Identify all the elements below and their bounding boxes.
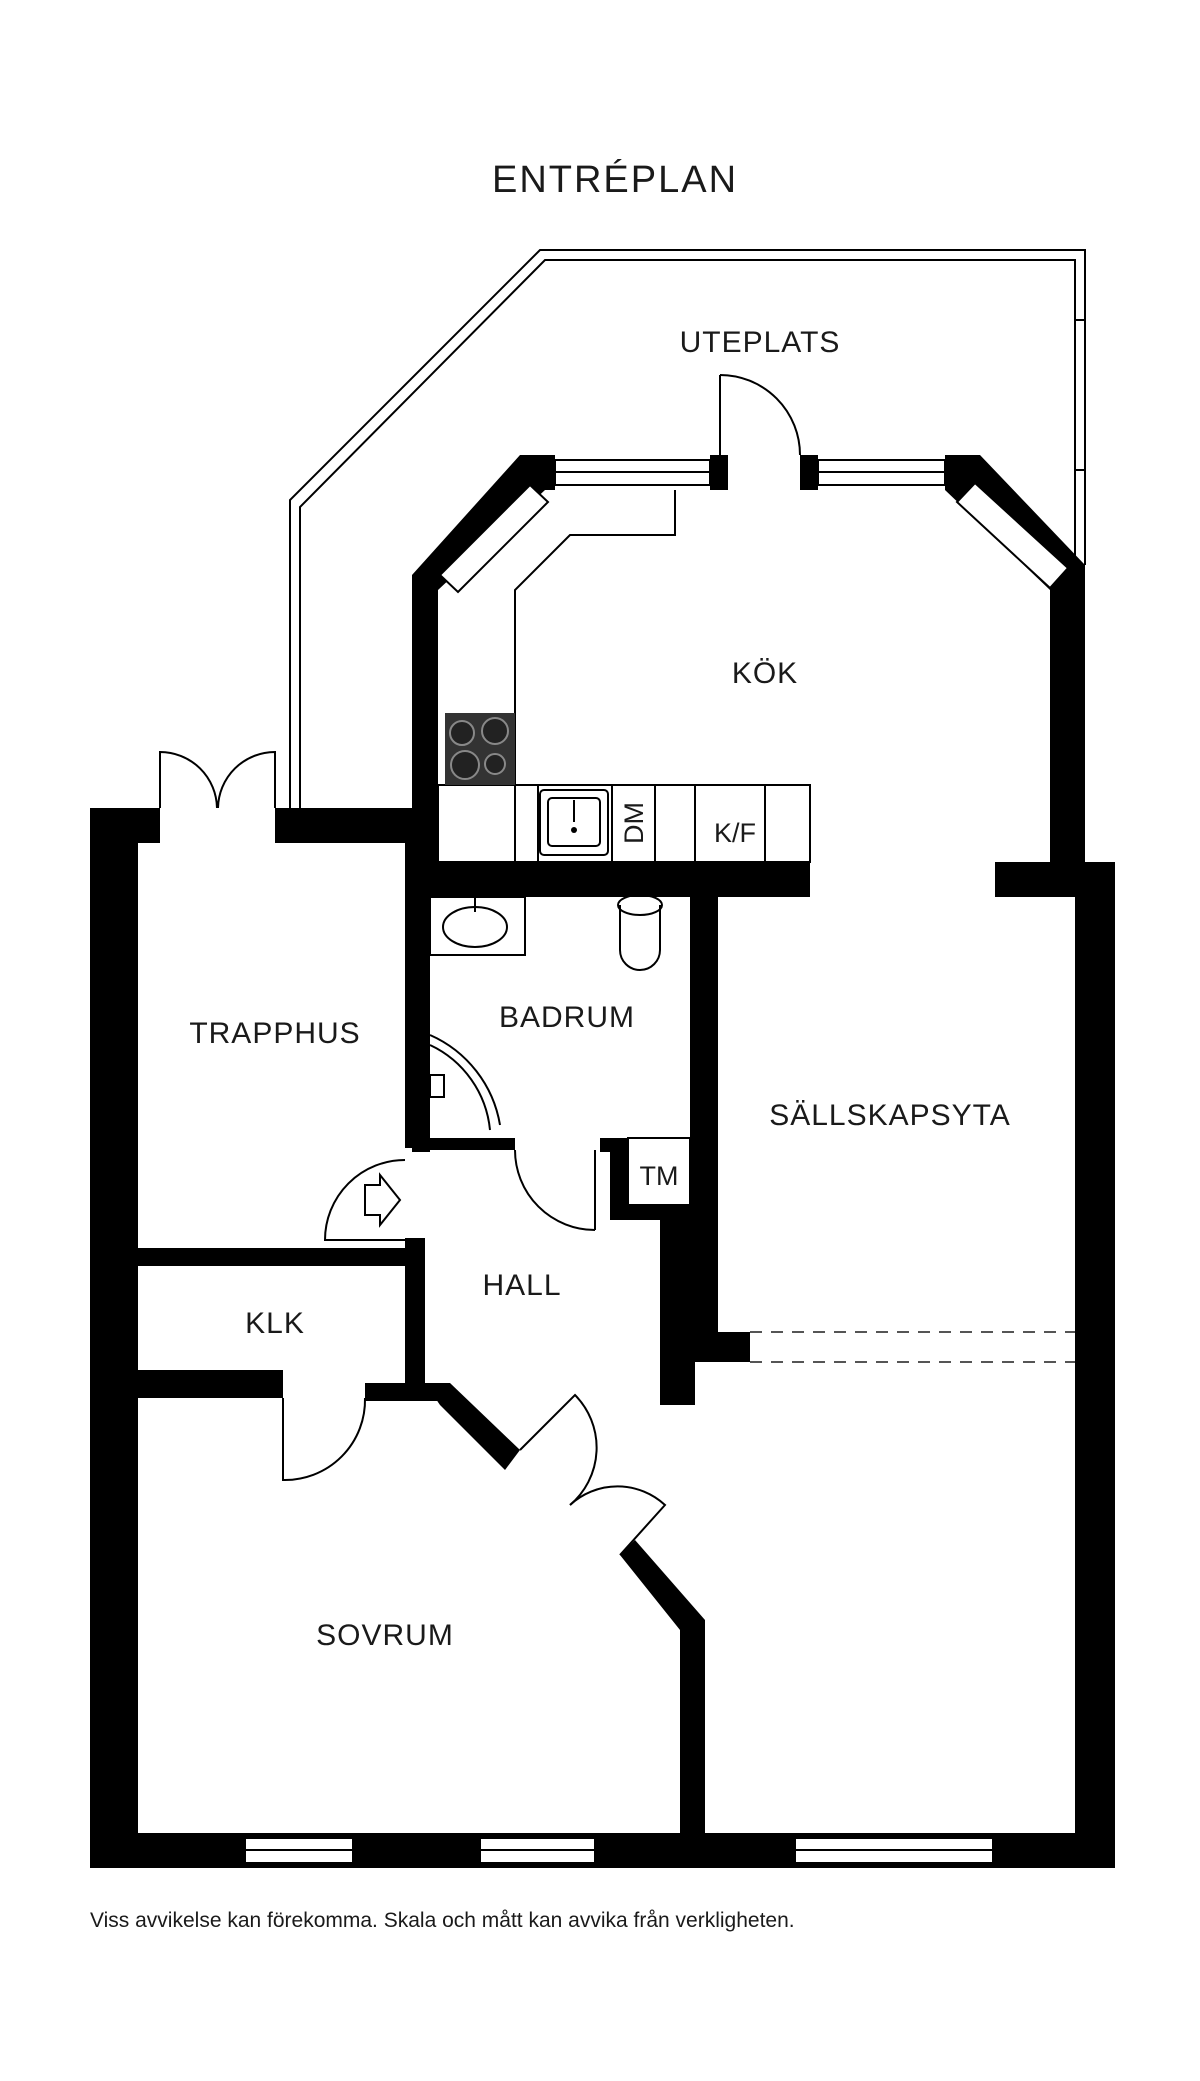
kitchen-sink [539, 789, 609, 856]
label-klk: KLK [245, 1307, 305, 1340]
windows [244, 459, 1070, 1864]
disclaimer: Viss avvikelse kan förekomma. Skala och … [90, 1909, 795, 1932]
doors [159, 374, 801, 1556]
label-hall: HALL [482, 1269, 561, 1302]
label-trapphus: TRAPPHUS [189, 1017, 360, 1050]
label-fridge-freezer: K/F [714, 818, 756, 848]
label-badrum: BADRUM [499, 1001, 635, 1034]
label-sallskapsyta: SÄLLSKAPSYTA [769, 1099, 1011, 1132]
label-dishwasher: DM [619, 802, 649, 844]
label-uteplats: UTEPLATS [680, 326, 841, 359]
label-kok: KÖK [732, 657, 798, 690]
label-tm: TM [640, 1161, 679, 1191]
terrace-outline [289, 249, 1086, 808]
tm-closet [627, 1137, 691, 1206]
plan-title: ENTRÉPLAN [492, 158, 738, 201]
bathroom-fixtures [429, 894, 663, 1098]
kitchen-fixtures [437, 490, 811, 863]
walls [90, 455, 1115, 1868]
label-sovrum: SOVRUM [316, 1619, 454, 1652]
